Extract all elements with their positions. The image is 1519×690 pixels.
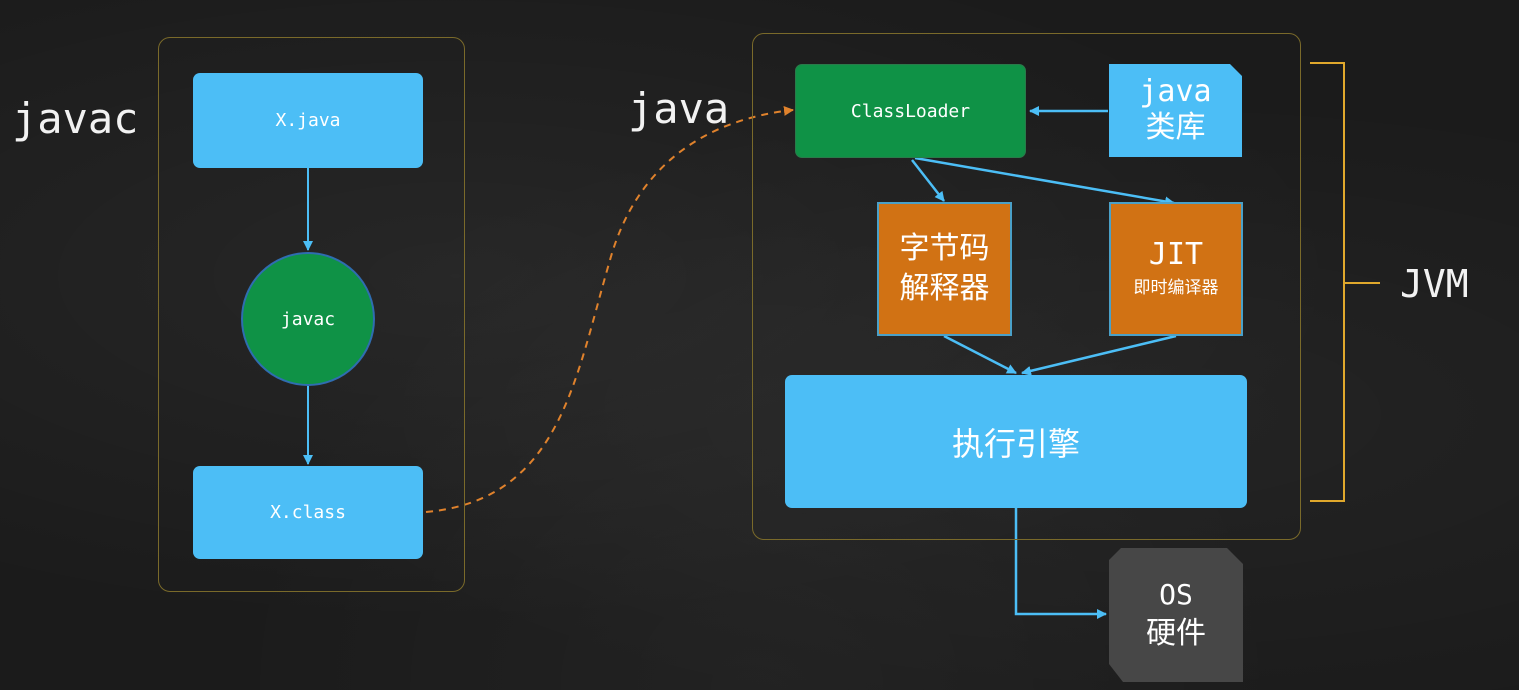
java-run-label: java [628,84,730,133]
class-file-label: X.class [270,502,346,523]
jvm-label: JVM [1400,262,1469,306]
arrow-loader-to-jit [914,156,1175,207]
arrow-loader-to-interpreter [911,159,945,202]
jvm-frame [752,33,1301,540]
source-file-label: X.java [275,110,341,131]
class-loader-node: ClassLoader [795,64,1026,158]
jit-compiler-node: JIT 即时编译器 [1109,202,1243,336]
os-hardware-node: OS 硬件 [1109,548,1243,682]
bytecode-interpreter-node: 字节码 解释器 [877,202,1012,336]
class-loader-label: ClassLoader [850,100,971,122]
arrow-jit-to-engine [1021,334,1177,376]
jit-line1: JIT [1148,237,1204,272]
execution-engine-node: 执行引擎 [785,375,1247,508]
source-file-node: X.java [193,73,423,168]
jit-line2: 即时编译器 [1133,278,1219,298]
arrow-interpreter-to-engine [943,334,1017,375]
javac-frame [158,37,465,592]
os-line2: 硬件 [1146,616,1206,651]
class-file-node: X.class [193,466,423,559]
javac-compiler-node: javac [241,252,375,386]
java-library-node: java 类库 [1109,64,1242,157]
execution-engine-label: 执行引擎 [951,424,1080,463]
os-line1: OS [1159,578,1193,611]
interpreter-line1: 字节码 [899,231,990,266]
java-library-line2: 类库 [1145,109,1206,145]
java-library-line1: java [1139,73,1212,109]
jvm-bracket [1310,62,1345,502]
interpreter-line2: 解释器 [899,271,990,306]
arrow-engine-to-os [1014,508,1107,619]
javac-compiler-label: javac [280,308,336,330]
javac-side-label: javac [12,94,139,143]
dashed-load-link [425,105,794,513]
